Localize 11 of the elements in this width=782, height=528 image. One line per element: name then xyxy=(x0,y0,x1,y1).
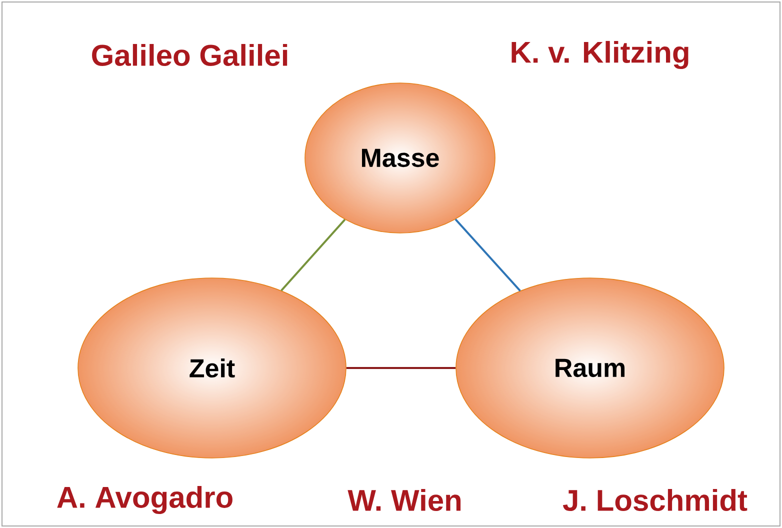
name-label: J. Loschmidt xyxy=(562,488,748,512)
connector-line xyxy=(346,367,456,369)
name-label: Galileo Galilei xyxy=(92,44,288,66)
connector-line xyxy=(454,218,521,292)
ellipse-node: Masse xyxy=(304,82,496,234)
name-label: K. v. Klitzing xyxy=(512,40,688,70)
ellipse-node: Zeit xyxy=(78,278,346,458)
name-label: A. Avogadro xyxy=(57,486,232,514)
ellipse-node: Raum xyxy=(456,278,724,458)
name-label: W. Wien xyxy=(348,488,461,512)
connector-line xyxy=(280,218,346,292)
